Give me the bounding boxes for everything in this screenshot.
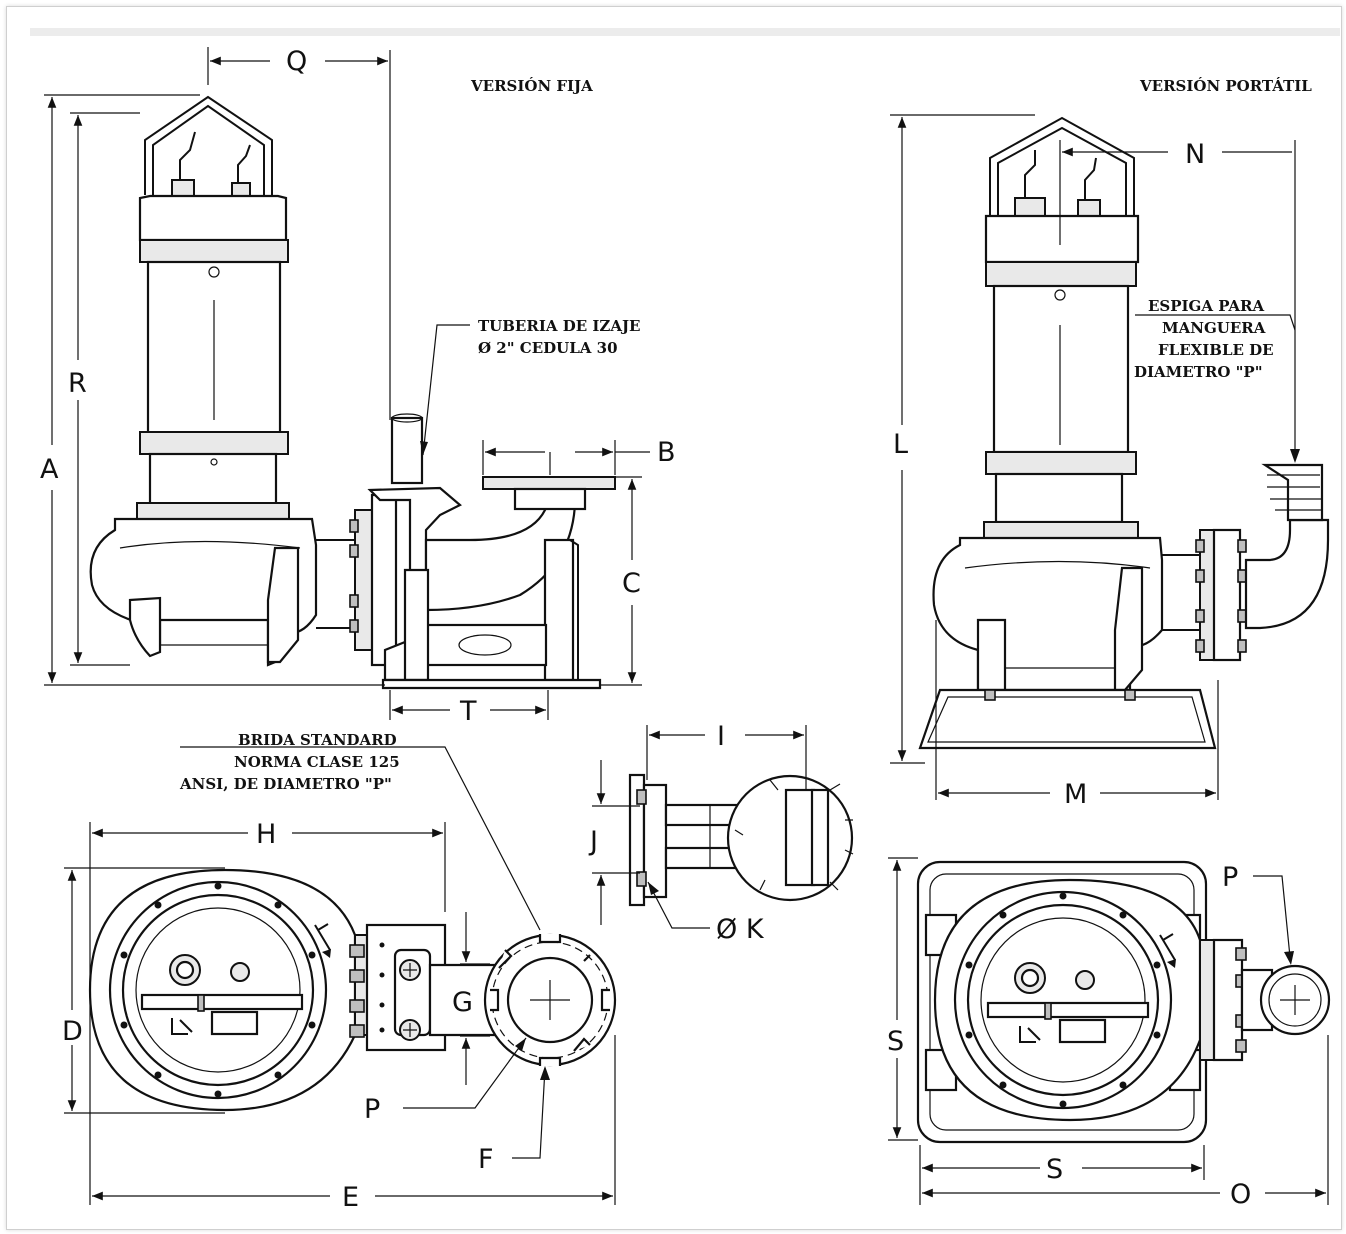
dim-n: N: [1185, 139, 1205, 170]
dim-q: Q: [286, 46, 307, 77]
caption-hose-4: DIAMETRO "P": [1134, 363, 1263, 381]
caption-portable: VERSIÓN PORTÁTIL: [1139, 77, 1312, 95]
dim-j: J: [588, 826, 598, 857]
caption-flange-1: BRIDA STANDARD: [238, 731, 397, 749]
portable-pump-top-view: [916, 860, 1331, 1144]
fixed-pump-top-view: [88, 868, 617, 1112]
dim-h: H: [256, 819, 276, 850]
caption-pipe-1: TUBERIA DE IZAJE: [478, 317, 641, 335]
dim-p-fixed: P: [364, 1094, 380, 1125]
caption-hose-2: MANGUERA: [1162, 319, 1266, 337]
dim-m: M: [1064, 779, 1087, 810]
dim-k: Ø K: [716, 914, 765, 945]
caption-flange-3: ANSI, DE DIAMETRO "P": [179, 775, 392, 793]
dim-e: E: [342, 1182, 359, 1213]
caption-hose-1: ESPIGA PARA: [1148, 297, 1265, 315]
top-band: [30, 28, 1340, 36]
portable-pump-side-view: [918, 116, 1330, 750]
fixed-pump-side-view: [89, 95, 616, 690]
dim-r: R: [68, 368, 87, 399]
dim-d: D: [62, 1016, 83, 1047]
dim-o: O: [1230, 1179, 1251, 1210]
flange-detail-view: [628, 773, 854, 907]
caption-flange-2: NORMA CLASE 125: [234, 753, 400, 771]
caption-fixed: VERSIÓN FIJA: [470, 77, 593, 95]
dim-l: L: [893, 429, 908, 460]
fixed-dimensions: Q A R B C T: [40, 46, 676, 727]
dim-f: F: [478, 1144, 494, 1175]
dim-c: C: [622, 568, 641, 599]
dim-i: I: [717, 721, 725, 752]
dim-s-horizontal: S: [1046, 1154, 1063, 1185]
portable-top-dimensions: P S S O: [887, 857, 1329, 1210]
dim-a: A: [40, 454, 59, 485]
dim-s-vertical: S: [887, 1026, 904, 1057]
dim-p-portable: P: [1222, 862, 1238, 893]
caption-hose-3: FLEXIBLE DE: [1158, 341, 1274, 359]
portable-dimensions: L N M: [890, 114, 1300, 810]
dim-b: B: [657, 437, 676, 468]
fixed-top-dimensions: H D G P F E: [62, 746, 616, 1213]
caption-pipe-2: Ø 2" CEDULA 30: [478, 339, 618, 357]
dim-g: G: [452, 987, 473, 1018]
flange-detail-dimensions: I J Ø K: [588, 721, 807, 945]
dim-t: T: [459, 696, 477, 727]
